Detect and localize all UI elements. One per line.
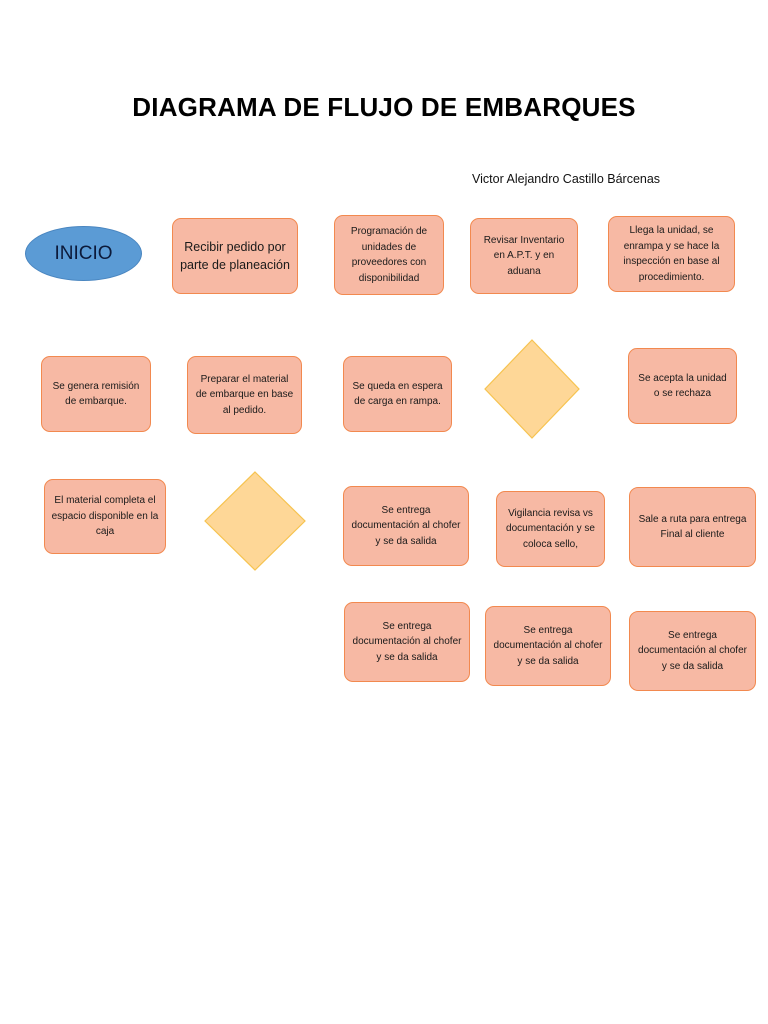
author-name: Victor Alejandro Castillo Bárcenas: [472, 172, 661, 186]
step-deliver-docs-4: Se entrega documentación al chofer y se …: [629, 611, 756, 691]
step-schedule-units: Programación de unidades de proveedores …: [334, 215, 444, 295]
step-generate-remission: Se genera remisión de embarque.: [41, 356, 151, 432]
step-material-completes: El material completa el espacio disponib…: [44, 479, 166, 554]
step-deliver-docs-2: Se entrega documentación al chofer y se …: [344, 602, 470, 682]
step-receive-order: Recibir pedido por parte de planeación: [172, 218, 298, 294]
decision-diamond-1: [484, 339, 580, 439]
step-check-inventory: Revisar Inventario en A.P.T. y en aduana: [470, 218, 578, 294]
step-prepare-material: Preparar el material de embarque en base…: [187, 356, 302, 434]
step-deliver-docs-3: Se entrega documentación al chofer y se …: [485, 606, 611, 686]
step-accept-reject: Se acepta la unidad o se rechaza: [628, 348, 737, 424]
decision-diamond-2: [204, 471, 306, 571]
step-deliver-docs: Se entrega documentación al chofer y se …: [343, 486, 469, 566]
step-security-check: Vigilancia revisa vs documentación y se …: [496, 491, 605, 567]
diagram-title: DIAGRAMA DE FLUJO DE EMBARQUES: [132, 92, 636, 122]
step-final-delivery: Sale a ruta para entrega Final al client…: [629, 487, 756, 567]
start-oval: INICIO: [25, 226, 142, 281]
step-unit-arrives: Llega la unidad, se enrampa y se hace la…: [608, 216, 735, 292]
step-wait-loading: Se queda en espera de carga en rampa.: [343, 356, 452, 432]
